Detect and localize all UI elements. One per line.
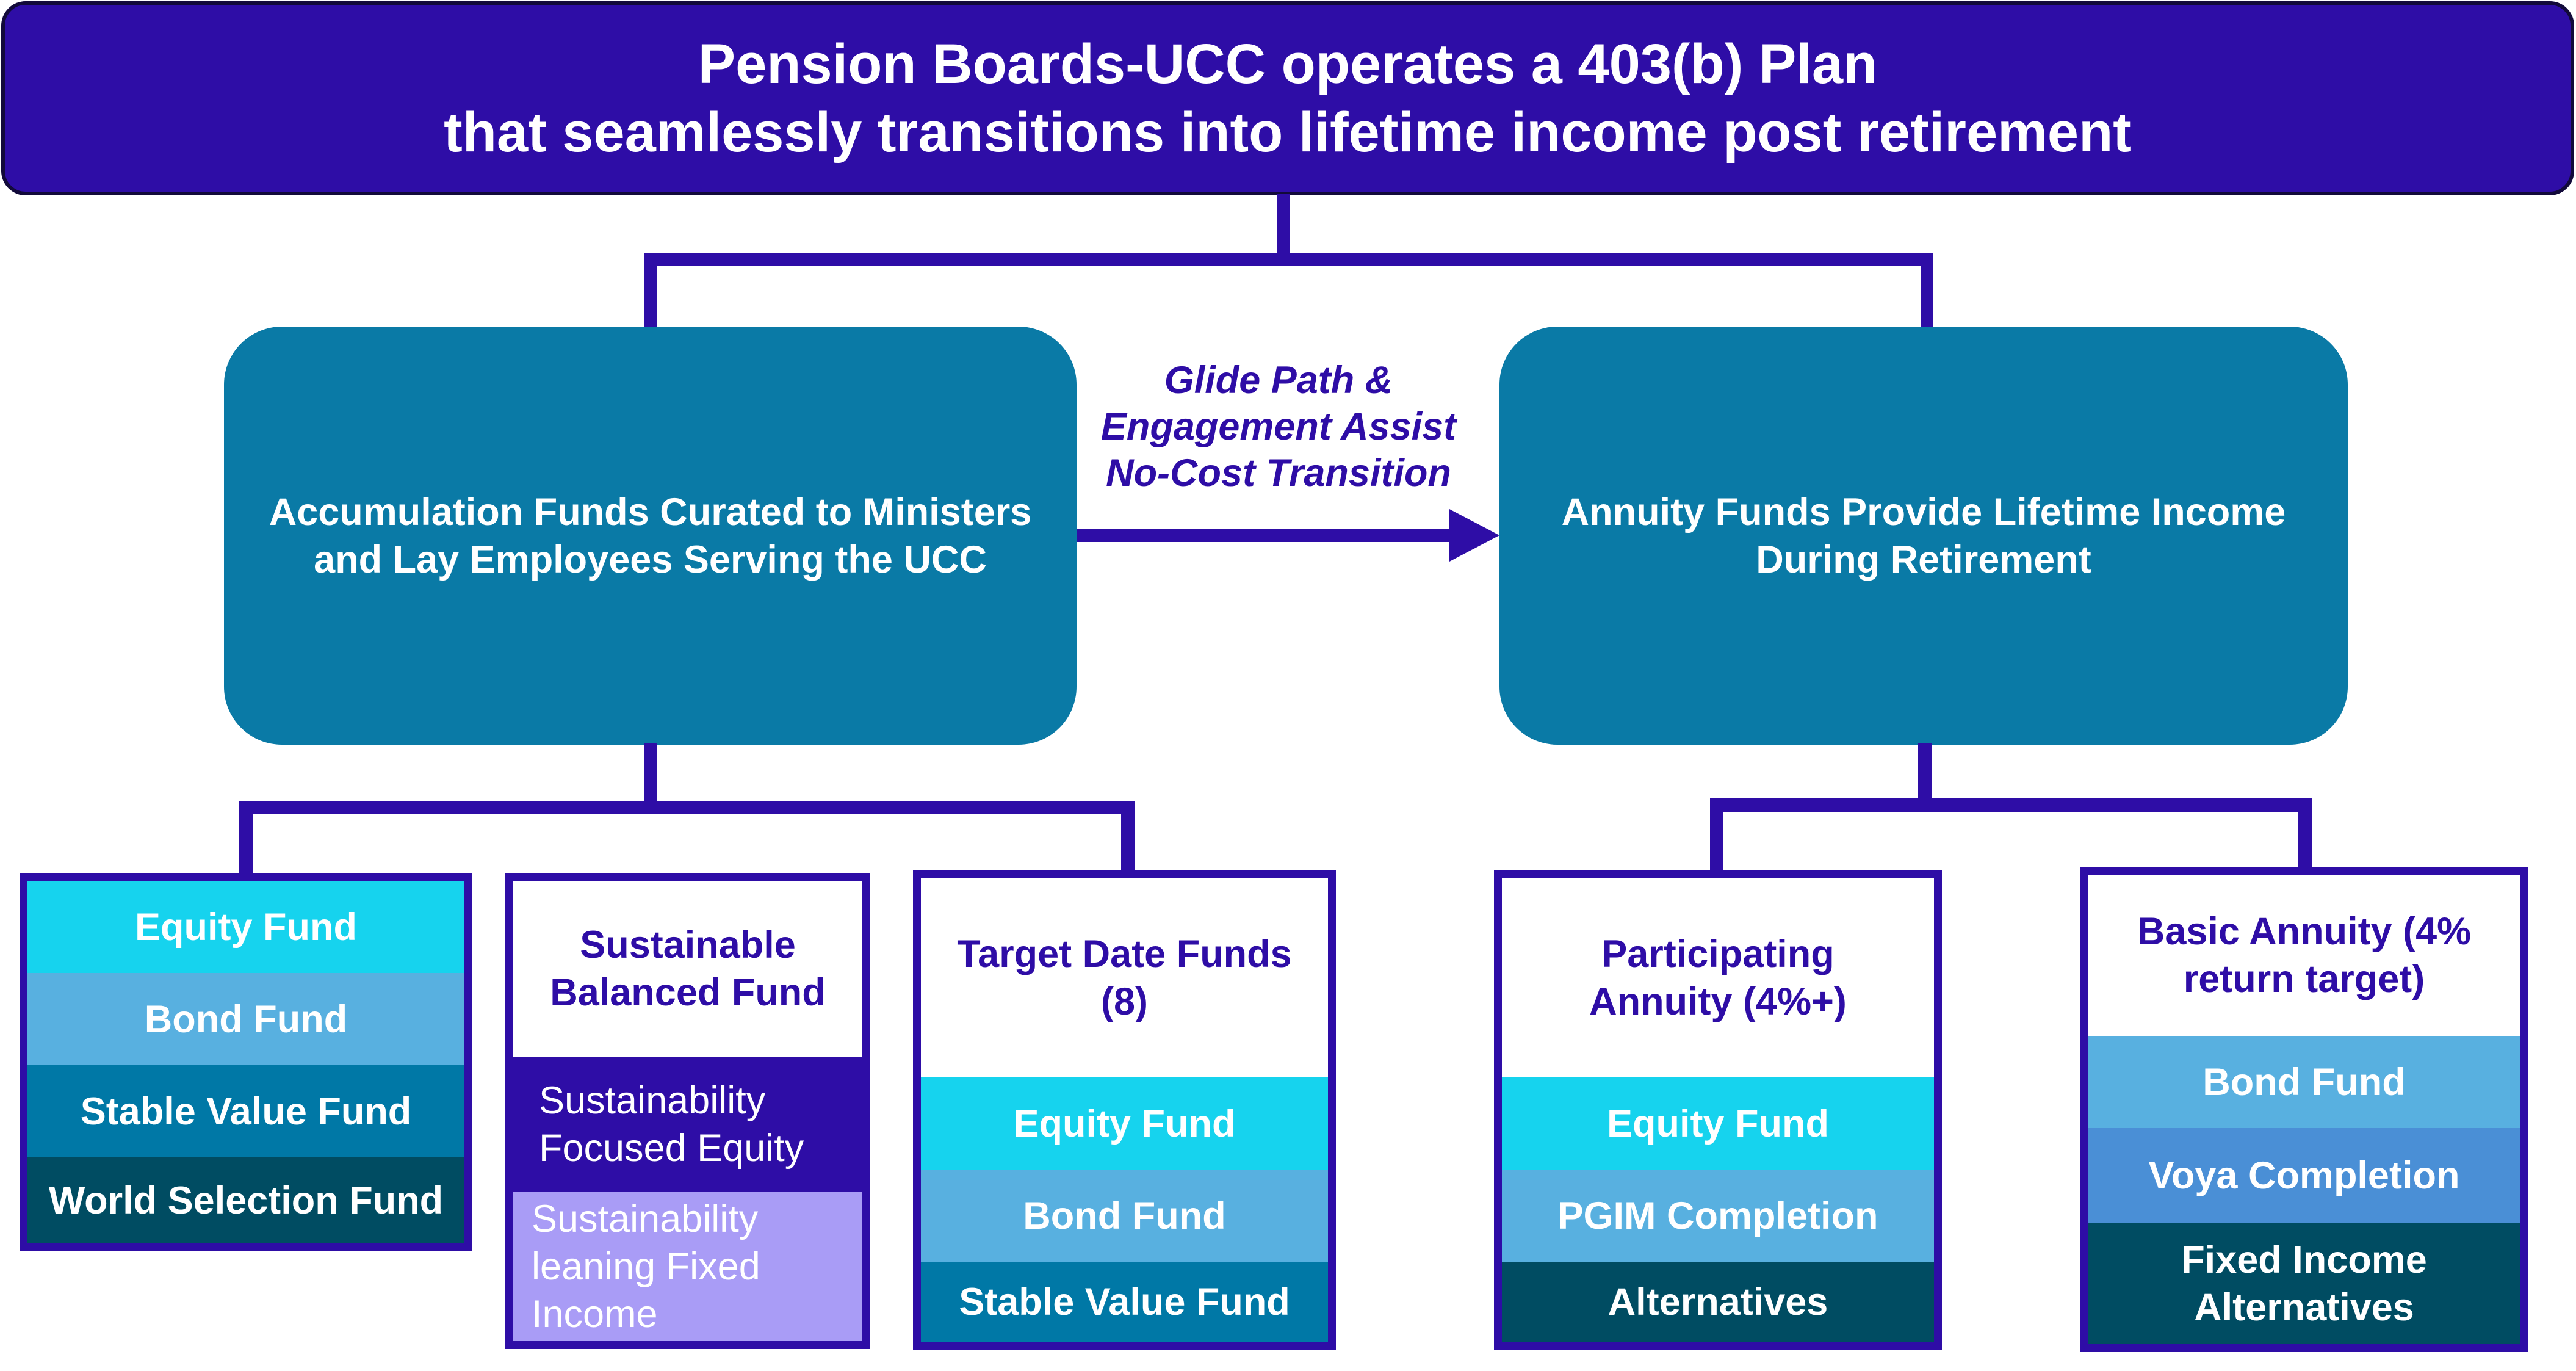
annuity-label: Annuity Funds Provide Lifetime Income Du… [1561, 490, 2286, 581]
transition-arrow [1077, 509, 1499, 562]
funds-list-stable-value: Stable Value Fund [27, 1065, 464, 1157]
accumulation-label: Accumulation Funds Curated to Ministers … [269, 490, 1032, 581]
funds-list-equity: Equity Fund [27, 881, 464, 973]
transition-line-2: Engagement Assist [1100, 405, 1457, 448]
participating-alternatives: Alternatives [1502, 1262, 1934, 1342]
connector-left-down [644, 743, 657, 814]
target-date-stable-value: Stable Value Fund [921, 1262, 1328, 1342]
transition-line-1: Glide Path & [1164, 359, 1393, 402]
connector-left-drop [644, 253, 657, 330]
transition-line-3: No-Cost Transition [1106, 452, 1451, 494]
target-date-column: Target Date Funds (8) Equity Fund Bond F… [913, 870, 1336, 1350]
participating-column: Participating Annuity (4%+) Equity Fund … [1494, 870, 1942, 1350]
connector-left-col3 [1121, 801, 1135, 874]
title-banner: Pension Boards-UCC operates a 403(b) Pla… [1, 1, 2574, 195]
basic-annuity-fixed-income: Fixed Income Alternatives [2088, 1223, 2520, 1344]
target-date-title: Target Date Funds (8) [957, 933, 1292, 1023]
participating-equity: Equity Fund [1502, 1077, 1934, 1170]
transition-label: Glide Path & Engagement Assist No-Cost T… [1077, 357, 1480, 496]
connector-title-down [1277, 194, 1290, 258]
basic-annuity-voya: Voya Completion [2088, 1128, 2520, 1223]
title-line-1: Pension Boards-UCC operates a 403(b) Pla… [698, 33, 1878, 95]
sustainable-column: Sustainable Balanced Fund Sustainability… [505, 873, 870, 1349]
sustainable-fixed-income: Sustainability leaning Fixed Income [513, 1192, 862, 1341]
participating-pgim: PGIM Completion [1502, 1170, 1934, 1262]
title-line-2: that seamlessly transitions into lifetim… [444, 101, 2132, 164]
connector-right-col2 [2298, 798, 2312, 872]
funds-list-column: Equity Fund Bond Fund Stable Value Fund … [20, 873, 472, 1251]
sustainable-equity: Sustainability Focused Equity [513, 1057, 862, 1192]
sustainable-title: Sustainable Balanced Fund [550, 924, 826, 1014]
connector-right-drop [1921, 253, 1933, 330]
target-date-equity: Equity Fund [921, 1077, 1328, 1170]
annuity-box: Annuity Funds Provide Lifetime Income Du… [1499, 327, 2348, 745]
connector-right-col1 [1710, 798, 1723, 875]
connector-right-bar [1710, 798, 2312, 812]
connector-top-bar [644, 253, 1933, 266]
participating-title: Participating Annuity (4%+) [1589, 933, 1847, 1023]
basic-annuity-title: Basic Annuity (4% return target) [2137, 910, 2472, 1000]
accumulation-box: Accumulation Funds Curated to Ministers … [224, 327, 1077, 745]
connector-right-down [1918, 743, 1932, 811]
connector-left-col1 [239, 801, 253, 880]
connector-left-bar [239, 801, 1135, 814]
target-date-bond: Bond Fund [921, 1170, 1328, 1262]
basic-annuity-bond: Bond Fund [2088, 1036, 2520, 1128]
basic-annuity-column: Basic Annuity (4% return target) Bond Fu… [2080, 867, 2528, 1352]
funds-list-bond: Bond Fund [27, 973, 464, 1065]
funds-list-world-selection: World Selection Fund [27, 1157, 464, 1243]
